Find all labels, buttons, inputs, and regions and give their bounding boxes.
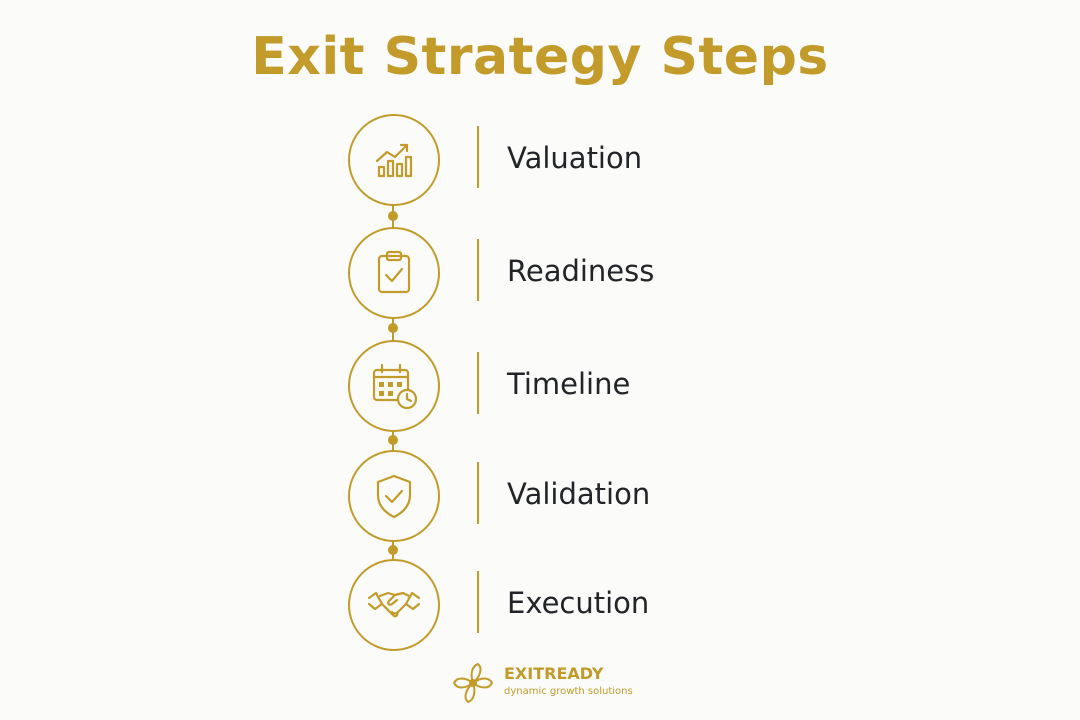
brand-footer: EXITREADY dynamic growth solutions bbox=[450, 660, 650, 706]
step-icon-circle bbox=[348, 340, 440, 432]
connector-dot bbox=[388, 435, 398, 445]
step-divider bbox=[477, 239, 479, 301]
step-divider bbox=[477, 126, 479, 188]
step-icon-circle bbox=[348, 227, 440, 319]
page-title: Exit Strategy Steps bbox=[251, 27, 829, 87]
step-execution: Execution bbox=[0, 559, 1080, 651]
handshake-icon bbox=[367, 591, 421, 618]
step-label: Valuation bbox=[507, 141, 643, 175]
step-icon-circle bbox=[348, 559, 440, 651]
step-valuation: Valuation bbox=[0, 114, 1080, 206]
step-divider bbox=[477, 571, 479, 633]
shield-check-icon bbox=[376, 474, 412, 519]
step-label: Timeline bbox=[507, 367, 631, 401]
step-label: Readiness bbox=[507, 254, 655, 288]
growth-chart-icon bbox=[375, 143, 413, 178]
step-icon-circle bbox=[348, 450, 440, 542]
step-validation: Validation bbox=[0, 450, 1080, 542]
connector-dot bbox=[388, 323, 398, 333]
step-icon-circle bbox=[348, 114, 440, 206]
step-divider bbox=[477, 352, 479, 414]
step-divider bbox=[477, 462, 479, 524]
connector-dot bbox=[388, 545, 398, 555]
step-label: Execution bbox=[507, 586, 650, 620]
clipboard-check-icon bbox=[377, 250, 411, 294]
connector-dot bbox=[388, 211, 398, 221]
step-label: Validation bbox=[507, 477, 651, 511]
step-readiness: Readiness bbox=[0, 227, 1080, 319]
step-timeline: Timeline bbox=[0, 340, 1080, 432]
calendar-clock-icon bbox=[372, 363, 418, 410]
brand-name: EXITREADY bbox=[504, 664, 604, 683]
flower-logo-icon bbox=[453, 663, 493, 703]
brand-tagline: dynamic growth solutions bbox=[504, 686, 633, 697]
